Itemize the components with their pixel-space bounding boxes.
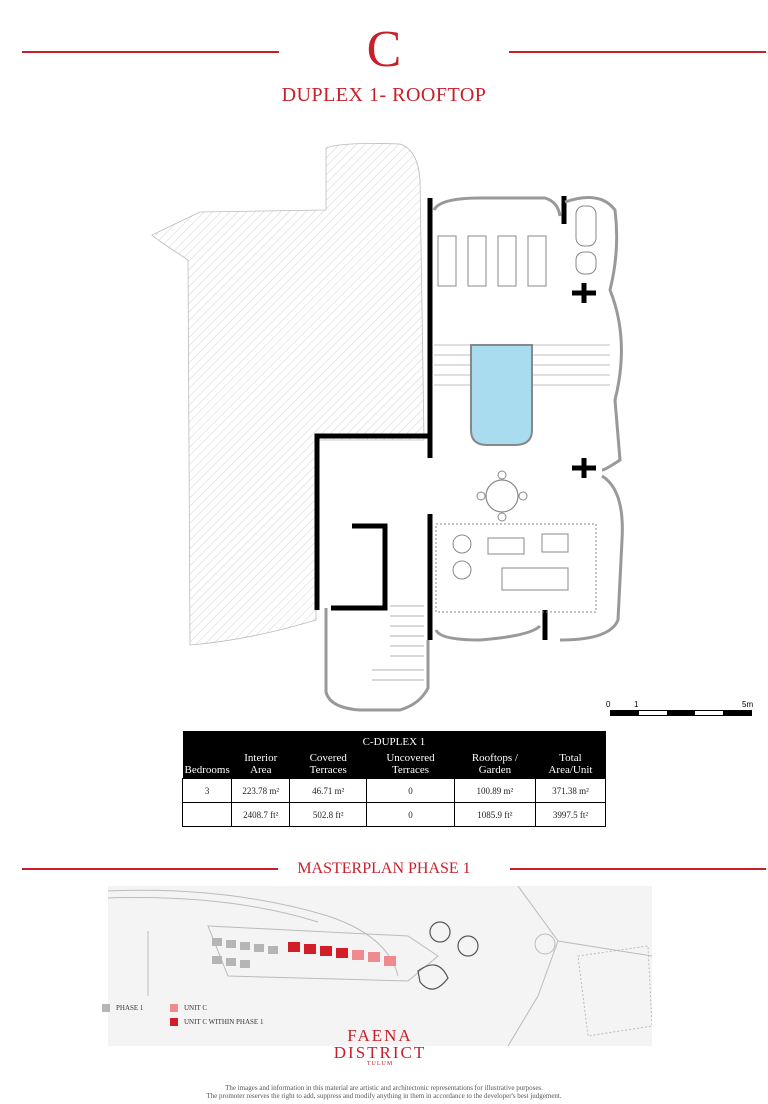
disclaimer-line-1: The images and information in this mater… bbox=[225, 1084, 543, 1092]
brand-line-1: FAENA bbox=[347, 1026, 413, 1045]
table-cell: 2408.7 ft² bbox=[231, 802, 291, 827]
table-cell: 1085.9 ft² bbox=[453, 802, 536, 827]
col-bedrooms: Bedrooms bbox=[182, 750, 232, 779]
scale-bar: 0 1 5m bbox=[606, 700, 754, 720]
legend-swatch bbox=[170, 1004, 178, 1013]
scale-end: 5m bbox=[742, 700, 754, 709]
legend-phase-1: PHASE 1 bbox=[102, 1004, 144, 1013]
brand-line-3: TULUM bbox=[366, 1061, 394, 1067]
col-interior-area: Interior Area bbox=[231, 750, 290, 779]
sun-loungers bbox=[437, 205, 597, 287]
unit-letter: C bbox=[366, 21, 402, 78]
legend-label: UNIT C bbox=[184, 1004, 208, 1012]
scale-mid: 1 bbox=[634, 700, 639, 709]
col-rooftops-garden: Rooftops / Garden bbox=[454, 750, 536, 779]
table-cell: 223.78 m² bbox=[231, 778, 291, 803]
table-cell: 100.89 m² bbox=[453, 778, 536, 803]
table-cell: 3997.5 ft² bbox=[534, 802, 607, 827]
legend-label: PHASE 1 bbox=[116, 1004, 144, 1012]
floor-plan bbox=[151, 143, 624, 712]
lounge-area bbox=[435, 523, 597, 613]
masterplan-map bbox=[107, 885, 653, 1047]
staircase bbox=[372, 605, 424, 681]
page-title: DUPLEX 1- ROOFTOP bbox=[281, 84, 487, 106]
masterplan-title: MASTERPLAN PHASE 1 bbox=[297, 860, 471, 877]
masterplan-rule-left bbox=[22, 868, 278, 870]
disclaimer: The images and information in this mater… bbox=[0, 1084, 768, 1100]
header-rule-left bbox=[22, 51, 279, 53]
col-total-area: Total Area/Unit bbox=[535, 750, 606, 779]
terrace-railings bbox=[324, 196, 624, 712]
table-cell: 371.38 m² bbox=[534, 778, 607, 803]
adjacent-building-hatch bbox=[151, 143, 425, 646]
header-rule-right bbox=[509, 51, 766, 53]
column-markers bbox=[572, 283, 596, 478]
disclaimer-line-2: The promoter reserves the right to add, … bbox=[206, 1092, 562, 1100]
structural-walls bbox=[314, 196, 567, 640]
brand-line-2: DISTRICT bbox=[333, 1043, 427, 1062]
table-cell: 46.71 m² bbox=[289, 778, 368, 803]
col-uncovered-terraces: Uncovered Terraces bbox=[366, 750, 455, 779]
table-row: 2408.7 ft² 502.8 ft² 0 1085.9 ft² 3997.5… bbox=[181, 802, 607, 827]
table-row: 3 223.78 m² 46.71 m² 0 100.89 m² 371.38 … bbox=[181, 778, 607, 803]
table-cell bbox=[181, 802, 233, 827]
legend-label: UNIT C WITHIN PHASE 1 bbox=[184, 1018, 264, 1026]
table-cell: 3 bbox=[181, 778, 233, 803]
legend-swatch bbox=[102, 1004, 110, 1013]
scale-bar-graphic bbox=[610, 710, 752, 716]
masterplan-drawing bbox=[107, 885, 653, 1047]
legend-unit-c: UNIT C bbox=[170, 1004, 208, 1013]
brand-logo: FAENA DISTRICT TULUM bbox=[300, 1027, 460, 1067]
table-cell: 0 bbox=[366, 802, 455, 827]
area-table: C-DUPLEX 1 Bedrooms Interior Area Covere… bbox=[181, 731, 607, 827]
table-cell: 0 bbox=[366, 778, 455, 803]
legend-unit-c-phase-1: UNIT C WITHIN PHASE 1 bbox=[170, 1018, 264, 1027]
table-cell: 502.8 ft² bbox=[289, 802, 368, 827]
scale-start: 0 bbox=[606, 700, 611, 709]
area-table-title: C-DUPLEX 1 bbox=[182, 731, 606, 750]
masterplan-rule-right bbox=[510, 868, 766, 870]
legend-swatch bbox=[170, 1018, 178, 1027]
col-covered-terraces: Covered Terraces bbox=[289, 750, 367, 779]
pool bbox=[470, 344, 533, 446]
dining-table bbox=[476, 470, 528, 522]
